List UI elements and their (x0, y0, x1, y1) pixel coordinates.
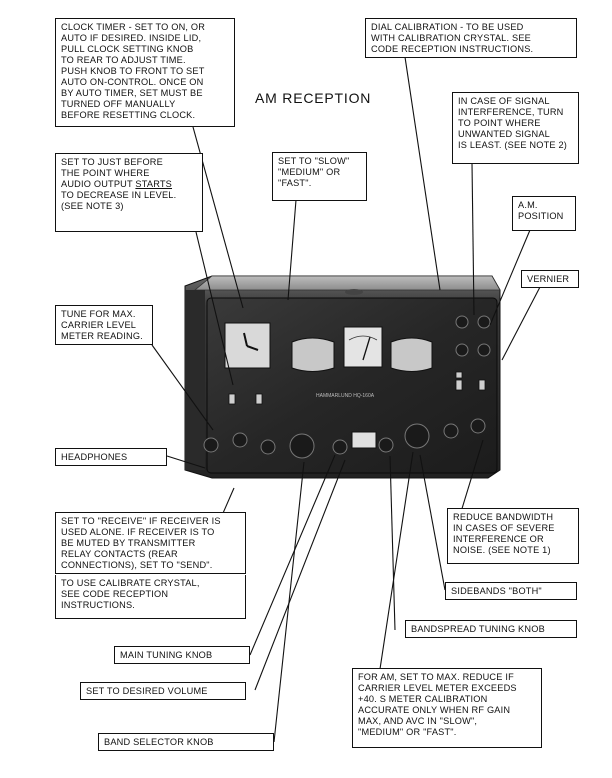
brand-label: HAMMARLUND HQ-160A (316, 393, 375, 399)
callout-dial-calibration: DIAL CALIBRATION - TO BE USED WITH CALIB… (365, 18, 577, 58)
callout-audio-level-emphasis: STARTS (135, 179, 173, 189)
leader-lines (151, 56, 541, 743)
callout-headphones: HEADPHONES (55, 448, 167, 466)
callout-main-tuning: MAIN TUNING KNOB (114, 646, 250, 664)
callout-bandwidth: REDUCE BANDWIDTH IN CASES OF SEVERE INTE… (447, 508, 579, 564)
callout-audio-level-text-b: TO DECREASE IN LEVEL. (SEE NOTE 3) (61, 190, 177, 211)
callout-band-selector: BAND SELECTOR KNOB (98, 733, 274, 751)
callout-calibrate-crystal: TO USE CALIBRATE CRYSTAL, SEE CODE RECEP… (55, 575, 246, 619)
callout-clock-timer: CLOCK TIMER - SET TO ON, OR AUTO IF DESI… (55, 18, 235, 127)
band-selector-icon (351, 431, 377, 449)
s-meter-icon (343, 326, 383, 368)
callout-vernier: VERNIER (521, 270, 579, 288)
callout-audio-level-text-a: SET TO JUST BEFORE THE POINT WHERE AUDIO… (61, 157, 163, 189)
callout-tune-max: TUNE FOR MAX. CARRIER LEVEL METER READIN… (55, 305, 153, 345)
main-tuning-knob-icon (289, 433, 315, 459)
callout-rf-gain: FOR AM, SET TO MAX. REDUCE IF CARRIER LE… (352, 668, 542, 748)
callout-speed: SET TO "SLOW" "MEDIUM" OR "FAST". (272, 152, 367, 201)
callout-signal-interference: IN CASE OF SIGNAL INTERFERENCE, TURN TO … (452, 92, 579, 164)
callout-sidebands: SIDEBANDS "BOTH" (445, 582, 577, 600)
callout-bandspread: BANDSPREAD TUNING KNOB (405, 620, 577, 638)
bandspread-knob-icon (404, 423, 430, 449)
headphone-jack-icon (203, 437, 219, 453)
callout-am-position: A.M. POSITION (512, 196, 576, 231)
callout-receive: SET TO "RECEIVE" IF RECEIVER IS USED ALO… (55, 512, 246, 574)
dial-window-left (291, 337, 335, 372)
receiver-front-panel: HAMMARLUND HQ-160A (203, 297, 498, 474)
callout-audio-level: SET TO JUST BEFORE THE POINT WHERE AUDIO… (55, 153, 203, 232)
callout-volume: SET TO DESIRED VOLUME (80, 682, 246, 700)
page-title: AM RECEPTION (255, 90, 372, 106)
dial-window-right (390, 337, 433, 372)
